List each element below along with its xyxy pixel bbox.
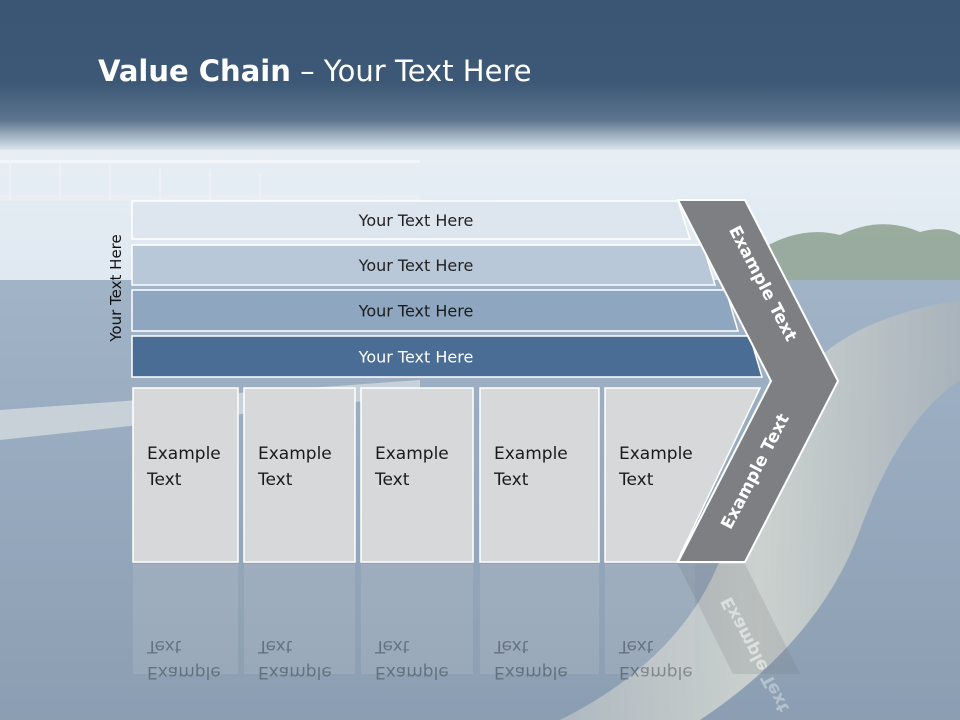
box-1-reflection-line1: Example [147,662,221,682]
header-bar [0,0,960,150]
box-2-line2: Text [257,470,293,490]
box-2 [243,387,356,563]
box-5-line1: Example [619,444,693,464]
box-2-reflection-line1: Example [258,662,332,682]
box-5-reflection-line2: Text [618,636,654,656]
box-3 [360,387,474,563]
box-4-reflection-line1: Example [494,662,568,682]
box-3-reflection-line2: Text [374,636,410,656]
box-2-reflection-line2: Text [257,636,293,656]
box-2-reflection-shape [244,564,355,674]
bar-3-label: Your Text Here [358,302,474,321]
chevron-reflection-shape [678,564,800,674]
box-3-reflection-line1: Example [375,662,449,682]
box-5-reflection-shape [605,564,695,674]
title-bold: Value Chain [98,54,291,88]
box-1 [132,387,239,563]
reflection-layer: TextExampleTextExampleTextExampleTextExa… [133,564,800,715]
slide-title: Value Chain – Your Text Here [98,54,532,88]
box-3-reflection-shape [361,564,473,674]
bar-1 [131,200,692,240]
box-4 [479,387,600,563]
bar-4-label: Your Text Here [358,348,474,367]
box-5-reflection-line1: Example [619,662,693,682]
box-4-line2: Text [493,470,529,490]
title-rest: – Your Text Here [290,54,532,88]
box-1-line2: Text [146,470,182,490]
chevron-reflection: Example Text [678,564,800,715]
box-1-line1: Example [147,444,221,464]
box-4-line1: Example [494,444,568,464]
bar-2 [131,244,717,286]
box-4-reflection-shape [480,564,599,674]
bar-1-label: Your Text Here [358,211,474,230]
chevron-arrow [676,199,840,563]
bar-3 [131,289,740,332]
box-2-line1: Example [258,444,332,464]
bar-2-label: Your Text Here [358,256,474,275]
box-3-line1: Example [375,444,449,464]
box-1-reflection-shape [133,564,238,674]
box-1-reflection-line2: Text [146,636,182,656]
box-3-line2: Text [374,470,410,490]
box-5-line2: Text [618,470,654,490]
bar-4 [131,335,764,378]
box-4-reflection-line2: Text [493,636,529,656]
